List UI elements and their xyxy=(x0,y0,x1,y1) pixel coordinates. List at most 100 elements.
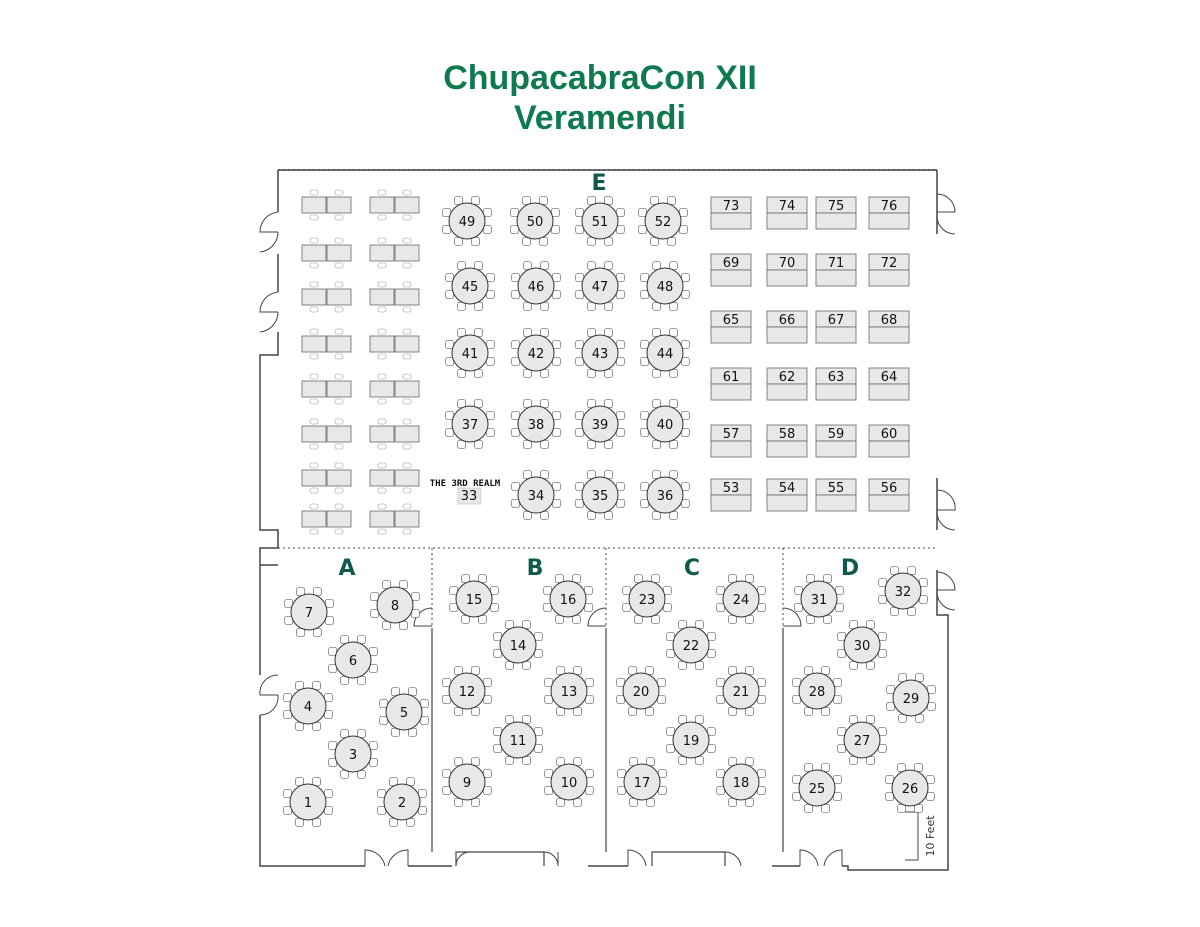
chair xyxy=(309,262,319,269)
table-number: 30 xyxy=(854,639,871,654)
table-top xyxy=(301,288,327,306)
chair xyxy=(334,353,344,360)
table-top xyxy=(815,269,857,287)
round-table: 36 xyxy=(640,470,690,520)
table-number: 10 xyxy=(561,776,578,791)
rect-table: 72 xyxy=(868,253,910,287)
table-top xyxy=(326,288,352,306)
table-top xyxy=(517,476,555,514)
rect-table: 75 xyxy=(815,196,857,230)
table-number: 68 xyxy=(881,313,898,328)
chair xyxy=(402,418,412,425)
chair xyxy=(334,281,344,288)
table-number: 7 xyxy=(305,606,313,621)
chair xyxy=(309,373,319,380)
table-number: 16 xyxy=(560,593,577,608)
table-number: 41 xyxy=(462,347,479,362)
round-table: 24 xyxy=(716,574,766,624)
table-top xyxy=(517,405,555,443)
table-number: 12 xyxy=(459,685,476,700)
chair xyxy=(402,306,412,313)
table-top xyxy=(815,212,857,230)
round-table: 52 xyxy=(638,196,688,246)
table-pair xyxy=(369,328,420,360)
chair xyxy=(309,503,319,510)
round-table: 38 xyxy=(511,399,561,449)
round-table: 40 xyxy=(640,399,690,449)
table-top xyxy=(326,469,352,487)
chair xyxy=(402,353,412,360)
table-number: 73 xyxy=(723,199,740,214)
table-top xyxy=(710,269,752,287)
table-top xyxy=(394,244,420,262)
section-label-b: B xyxy=(527,556,544,581)
round-table: 31 xyxy=(794,574,844,624)
table-top xyxy=(815,383,857,401)
table-top xyxy=(394,288,420,306)
round-table: 19 xyxy=(666,715,716,765)
chair xyxy=(402,237,412,244)
rect-table: 76 xyxy=(868,196,910,230)
chair xyxy=(334,237,344,244)
table-number: 58 xyxy=(779,427,796,442)
title-line-2: Veramendi xyxy=(514,99,686,137)
table-number: 22 xyxy=(683,639,700,654)
chair xyxy=(402,189,412,196)
table-pair xyxy=(369,237,420,269)
table-number: 17 xyxy=(634,776,651,791)
chair xyxy=(402,328,412,335)
table-number: 57 xyxy=(723,427,740,442)
table-top xyxy=(622,672,660,710)
table-number: 9 xyxy=(463,776,471,791)
round-table: 18 xyxy=(716,757,766,807)
round-table: 35 xyxy=(575,470,625,520)
chair xyxy=(309,214,319,221)
table-top xyxy=(815,326,857,344)
table-top xyxy=(326,196,352,214)
chair xyxy=(377,353,387,360)
round-table: 49 xyxy=(442,196,492,246)
room-walls xyxy=(259,169,956,871)
round-table: 51 xyxy=(575,196,625,246)
chair xyxy=(402,443,412,450)
chair xyxy=(334,214,344,221)
round-table: 7 xyxy=(284,587,334,637)
table-number: 2 xyxy=(398,796,406,811)
title-line-1: ChupacabraCon XII xyxy=(443,59,757,97)
round-table: 46 xyxy=(511,261,561,311)
table-number: 47 xyxy=(592,280,609,295)
table-number: 39 xyxy=(592,418,609,433)
round-table: 26 xyxy=(885,763,935,813)
chair xyxy=(377,281,387,288)
table-top xyxy=(884,572,922,610)
table-top xyxy=(394,469,420,487)
table-top xyxy=(301,380,327,398)
table-top xyxy=(369,469,395,487)
table-top xyxy=(868,212,910,230)
table-number: 54 xyxy=(779,481,796,496)
round-table: 11 xyxy=(493,715,543,765)
table-top xyxy=(394,425,420,443)
table-pair xyxy=(301,189,352,221)
table-number: 24 xyxy=(733,593,750,608)
table-top xyxy=(815,494,857,512)
table-top xyxy=(868,326,910,344)
chair xyxy=(309,306,319,313)
chair xyxy=(334,418,344,425)
round-table: 10 xyxy=(544,757,594,807)
table-top xyxy=(710,212,752,230)
table-top xyxy=(868,383,910,401)
table-number: 6 xyxy=(349,654,357,669)
round-table: 2 xyxy=(377,777,427,827)
round-table: 9 xyxy=(442,757,492,807)
table-number: 70 xyxy=(779,256,796,271)
round-table: 14 xyxy=(493,620,543,670)
table-top xyxy=(628,580,666,618)
rect-table: 63 xyxy=(815,367,857,401)
table-top xyxy=(646,405,684,443)
round-table: 22 xyxy=(666,620,716,670)
table-top xyxy=(289,687,327,725)
chair xyxy=(309,328,319,335)
